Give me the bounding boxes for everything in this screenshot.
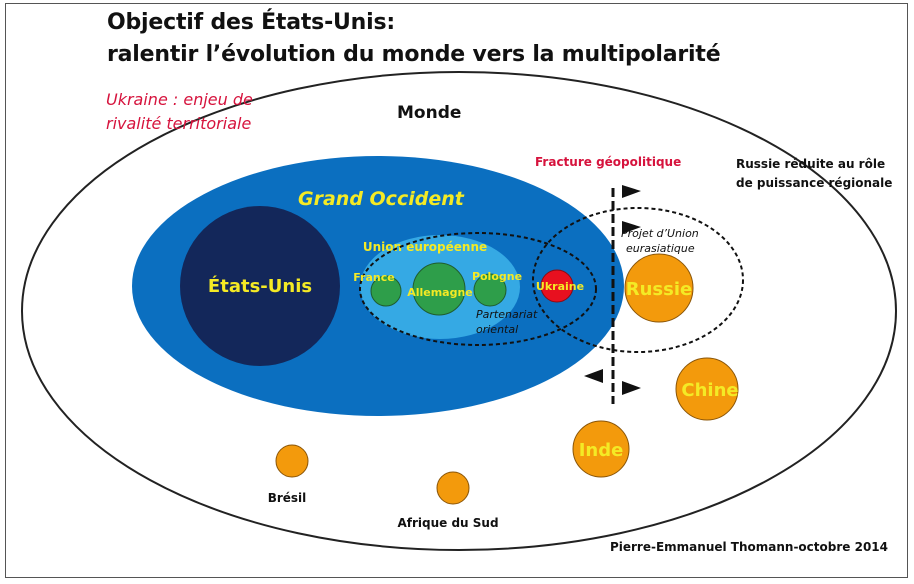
monde-label: Monde xyxy=(397,103,461,123)
fracture-arrow-mid-icon xyxy=(622,221,641,234)
russie-label: Russie xyxy=(626,279,692,300)
fracture-arrow-bottom-icon xyxy=(622,381,641,395)
diagram-frame xyxy=(5,3,908,578)
fracture-arrow-top-icon xyxy=(622,185,641,198)
etats-unis-label: États-Unis xyxy=(208,275,312,297)
ukraine-label: Ukraine xyxy=(536,280,584,293)
chine-label: Chine xyxy=(681,380,738,401)
ukraine-note-line-1: Ukraine : enjeu de xyxy=(106,90,253,109)
afrique-du-sud-label: Afrique du Sud xyxy=(397,516,498,530)
allemagne-circle xyxy=(412,262,466,316)
inde-circle xyxy=(572,420,630,478)
fracture-arrow-left-icon xyxy=(584,369,603,383)
allemagne-label: Allemagne xyxy=(407,286,473,299)
chine-circle xyxy=(675,357,739,421)
diagram-title-line-2: ralentir l’évolution du monde vers la mu… xyxy=(107,42,721,67)
partenariat-label-line-2: oriental xyxy=(476,323,518,336)
union-europeenne-label: Union européenne xyxy=(363,240,487,254)
bresil-circle xyxy=(275,444,309,478)
fracture-label: Fracture géopolitique xyxy=(535,155,681,169)
afrique-du-sud-circle xyxy=(436,471,470,505)
russie-note-line-2: de puissance régionale xyxy=(736,176,892,190)
inde-label: Inde xyxy=(579,440,624,461)
france-circle xyxy=(370,275,402,307)
russie-circle xyxy=(624,253,694,323)
pologne-circle xyxy=(473,273,507,307)
projet-label-line-1: Projet d’Union xyxy=(621,227,699,240)
russie-note-line-1: Russie réduite au rôle xyxy=(736,157,885,171)
union-eurasiatique-ellipse xyxy=(532,207,744,353)
projet-label-line-2: eurasiatique xyxy=(626,242,695,255)
ukraine-note-line-2: rivalité territoriale xyxy=(106,114,252,133)
bresil-label: Brésil xyxy=(268,491,307,505)
diagram-title-line-1: Objectif des États-Unis: xyxy=(107,10,395,35)
ukraine-circle xyxy=(540,269,574,303)
france-label: France xyxy=(353,271,394,284)
partenariat-oriental-ellipse xyxy=(359,232,597,346)
etats-unis-circle xyxy=(180,206,340,366)
grand-occident-label: Grand Occident xyxy=(298,188,465,210)
pologne-label: Pologne xyxy=(472,270,522,283)
credit-label: Pierre-Emmanuel Thomann-octobre 2014 xyxy=(610,540,888,554)
partenariat-label-line-1: Partenariat xyxy=(476,308,538,321)
